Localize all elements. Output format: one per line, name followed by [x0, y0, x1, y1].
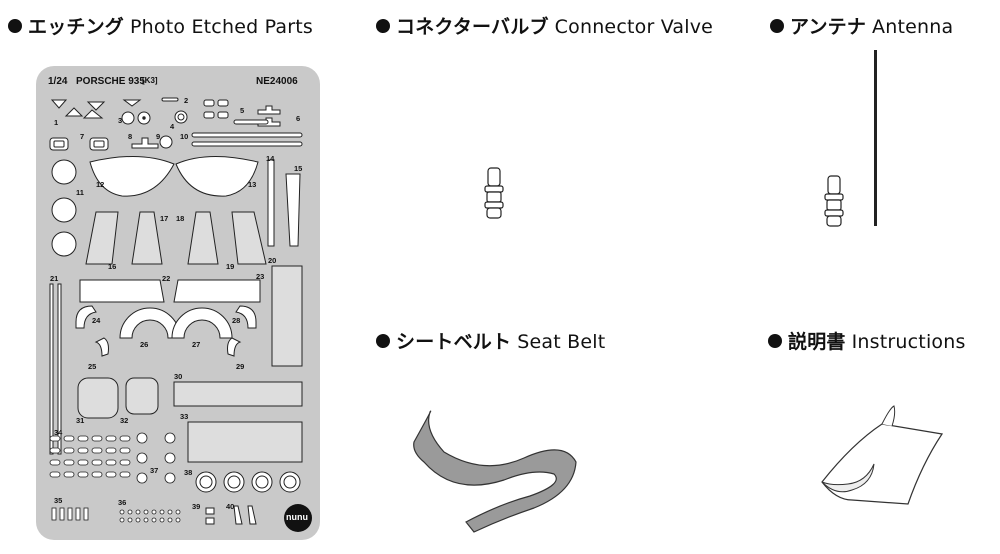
instructions-illustration	[821, 405, 944, 505]
bullet-icon	[376, 334, 390, 348]
bullet-icon	[768, 334, 782, 348]
part-triangle	[64, 107, 84, 117]
sheet-model: PORSCHE 935	[76, 76, 145, 87]
sheet-scale: 1/24	[48, 76, 68, 87]
bullet-icon	[770, 19, 784, 33]
connector-valve-illustration	[484, 167, 504, 219]
sheet-variant: [K3]	[142, 76, 158, 85]
bullet-icon	[8, 19, 22, 33]
seat-belt-illustration	[413, 410, 577, 533]
part-triangle	[50, 99, 68, 109]
bullet-icon	[376, 19, 390, 33]
etched-parts-drawing	[49, 97, 312, 532]
photo-etched-sheet: 1/24 PORSCHE 935 [K3] NE24006	[36, 66, 320, 540]
nunu-logo	[284, 504, 312, 532]
antenna-illustration	[824, 50, 877, 227]
logo-text: nunu	[286, 512, 308, 522]
sheet-product-code: NE24006	[256, 76, 298, 87]
